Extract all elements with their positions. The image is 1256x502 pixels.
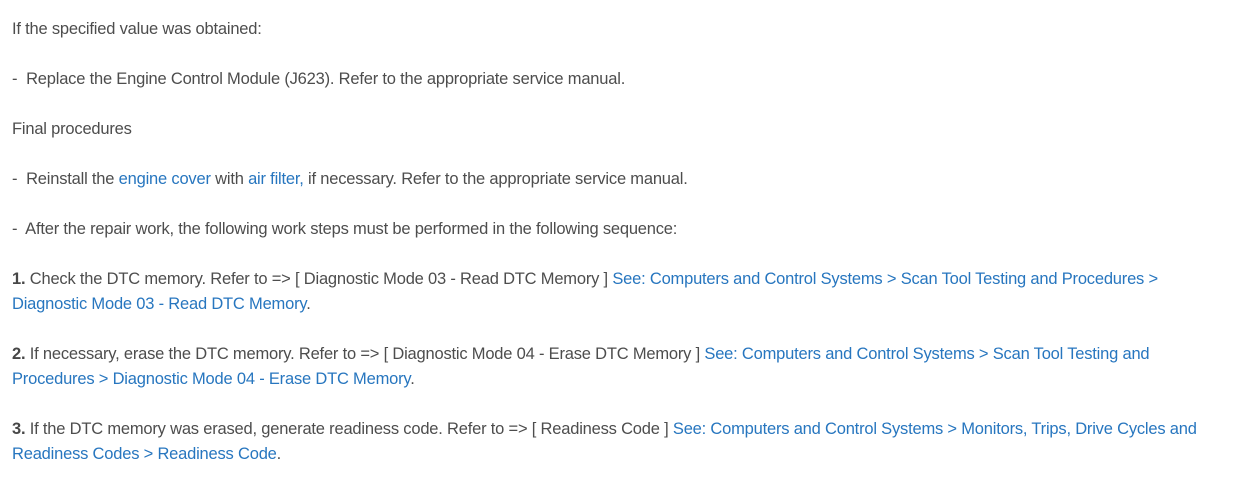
paragraph: 2. If necessary, erase the DTC memory. R… xyxy=(12,342,1202,392)
text-run: If necessary, erase the DTC memory. Refe… xyxy=(25,345,705,363)
text-run: if necessary. Refer to the appropriate s… xyxy=(303,170,688,188)
link-see-computers-and-control-systems-scan-t[interactable]: See: Computers and Control Systems > Sca… xyxy=(12,345,1154,388)
link-air-filter[interactable]: air filter, xyxy=(248,170,304,188)
text-run: Final procedures xyxy=(12,120,132,138)
list-number: 1. xyxy=(12,270,26,288)
text-run: - After the repair work, the following w… xyxy=(12,220,678,238)
text-run: . xyxy=(276,445,282,463)
paragraph: - Replace the Engine Control Module (J62… xyxy=(12,67,1202,92)
document-body: If the specified value was obtained: - Re… xyxy=(12,17,1202,467)
list-number: 2. xyxy=(12,345,26,363)
text-run: If the DTC memory was erased, generate r… xyxy=(25,420,673,438)
link-see-computers-and-control-systems-scan-t[interactable]: See: Computers and Control Systems > Sca… xyxy=(12,270,1163,313)
paragraph: - After the repair work, the following w… xyxy=(12,217,1202,242)
link-engine-cover[interactable]: engine cover xyxy=(118,170,211,188)
text-run: . xyxy=(410,370,415,388)
text-run: Check the DTC memory. Refer to => [ Diag… xyxy=(25,270,613,288)
paragraph: 1. Check the DTC memory. Refer to => [ D… xyxy=(12,267,1202,317)
paragraph: If the specified value was obtained: xyxy=(12,17,1202,42)
text-run: If the specified value was obtained: xyxy=(12,20,262,38)
paragraph: Final procedures xyxy=(12,117,1202,142)
text-run: - Replace the Engine Control Module (J62… xyxy=(12,70,626,88)
paragraph: - Reinstall the engine cover with air fi… xyxy=(12,167,1202,192)
text-run: with xyxy=(210,170,249,188)
link-see-computers-and-control-systems-monito[interactable]: See: Computers and Control Systems > Mon… xyxy=(12,420,1202,463)
text-run: . xyxy=(306,295,311,313)
list-number: 3. xyxy=(12,420,26,438)
paragraph: 3. If the DTC memory was erased, generat… xyxy=(12,417,1202,467)
text-run: - Reinstall the xyxy=(12,170,119,188)
